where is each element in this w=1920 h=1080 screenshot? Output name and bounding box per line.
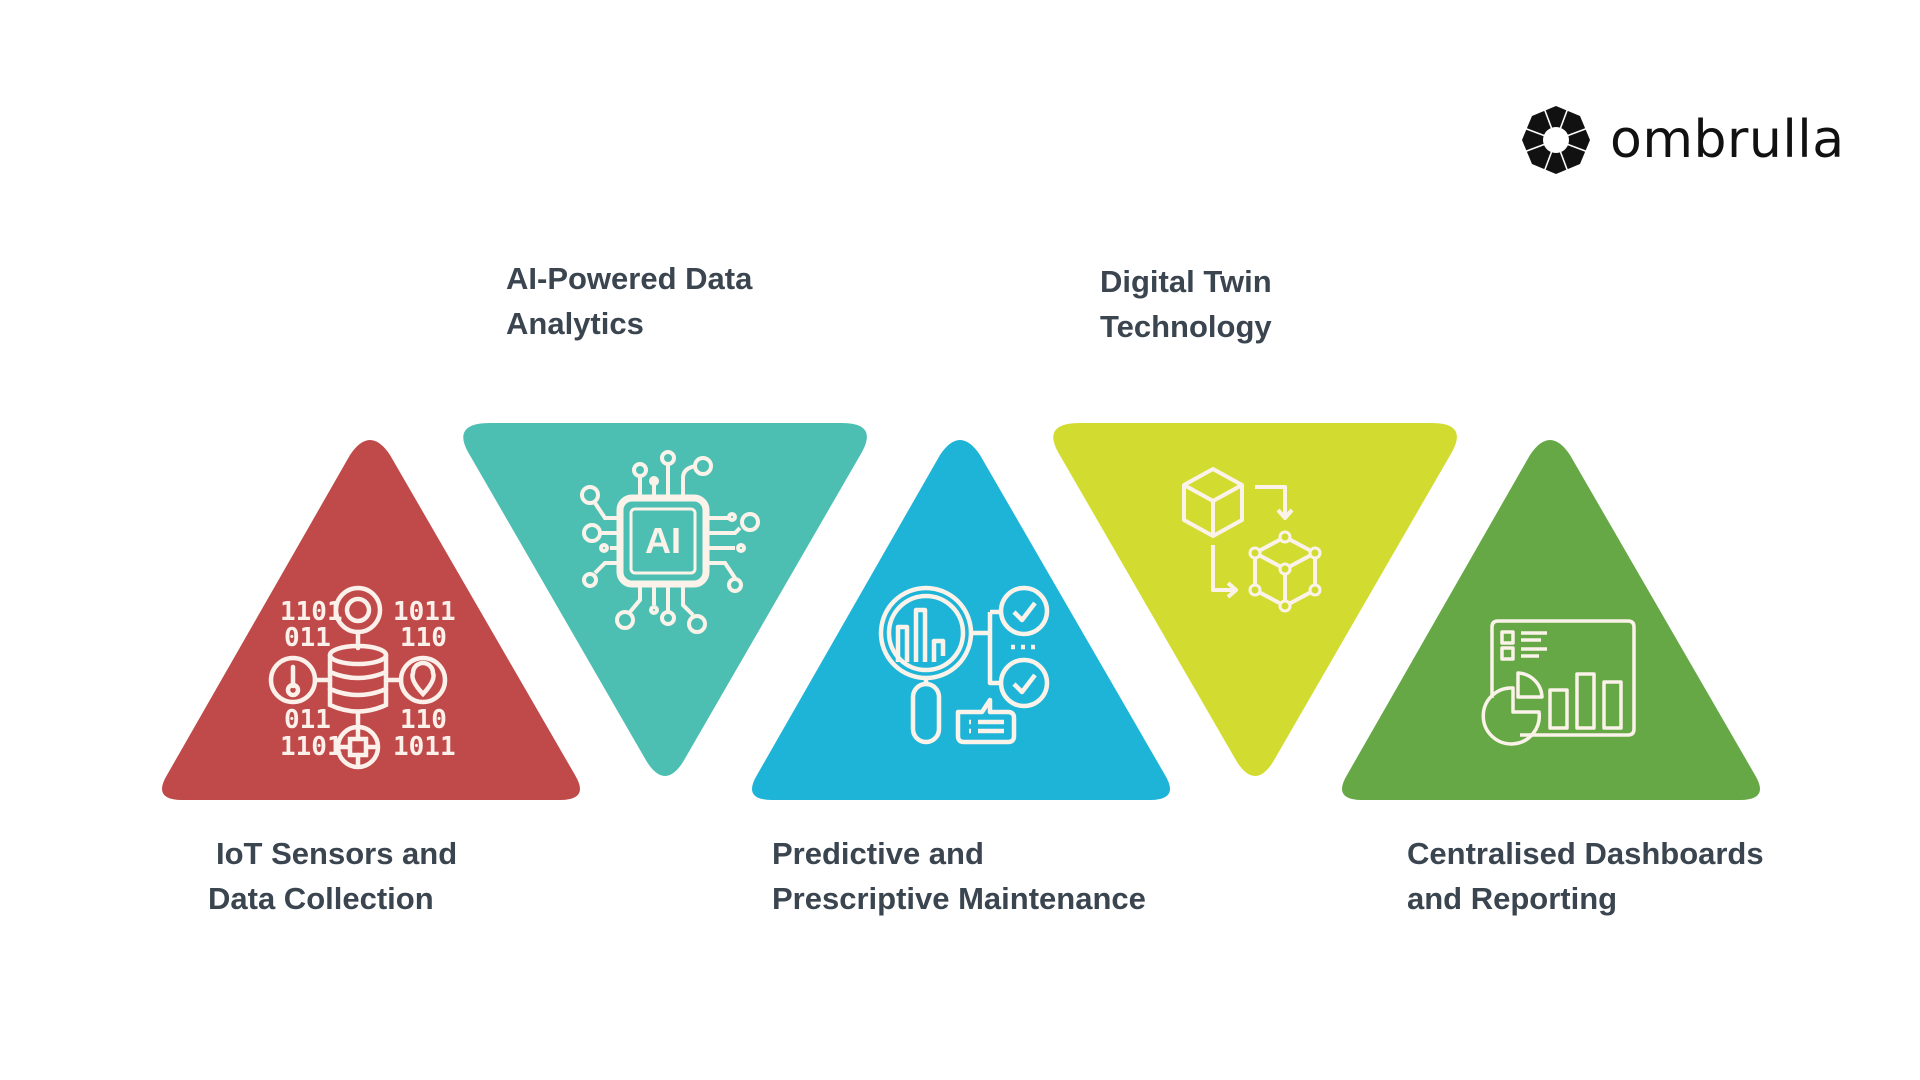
- step-label-ai: AI-Powered Data Analytics: [506, 256, 752, 346]
- binary-text: 011: [284, 623, 331, 653]
- binary-text: 110: [400, 705, 447, 735]
- label-line: Prescriptive Maintenance: [772, 881, 1146, 916]
- digital-twin-node-dots: [1248, 530, 1322, 613]
- digital-twin-triangle: [1053, 423, 1457, 776]
- label-line: Data Collection: [208, 881, 434, 916]
- step-label-iot: IoT Sensors and: [216, 831, 457, 876]
- binary-text: 110: [400, 623, 447, 653]
- step-label-dashboards: Centralised Dashboards and Reporting: [1407, 831, 1764, 921]
- label-line: AI-Powered Data: [506, 261, 753, 296]
- ai-triangle: [463, 423, 867, 776]
- step-label-digital-twin: Digital Twin Technology: [1100, 259, 1272, 349]
- label-line: Digital Twin: [1100, 264, 1272, 299]
- label-line: IoT Sensors and: [216, 836, 458, 871]
- brand-name: ombrulla: [1610, 110, 1845, 170]
- label-line: Centralised Dashboards: [1407, 836, 1764, 871]
- ai-chip-label: AI: [645, 520, 681, 561]
- ai-chip-icon: [580, 450, 760, 634]
- label-line: Technology: [1100, 309, 1272, 344]
- label-line: and Reporting: [1407, 881, 1618, 916]
- step-label-iot-line2: Data Collection: [208, 876, 434, 921]
- magnifier-analytics-checklist-icon: [878, 585, 1050, 745]
- binary-text: 1101: [280, 597, 343, 627]
- binary-text: 1011: [393, 732, 456, 762]
- dashboard-charts-icon: [1481, 619, 1636, 746]
- iot-sensor-database-icon: [268, 585, 448, 770]
- binary-text: 011: [284, 705, 331, 735]
- binary-text: 1011: [393, 597, 456, 627]
- label-line: Analytics: [506, 306, 644, 341]
- brand-logo: ombrulla: [1520, 104, 1845, 176]
- umbrella-logo-icon: [1522, 106, 1590, 174]
- label-line: Predictive and: [772, 836, 984, 871]
- binary-text: 1101: [280, 732, 343, 762]
- step-label-predictive: Predictive and Prescriptive Maintenance: [772, 831, 1146, 921]
- iot-triangle: [162, 440, 580, 800]
